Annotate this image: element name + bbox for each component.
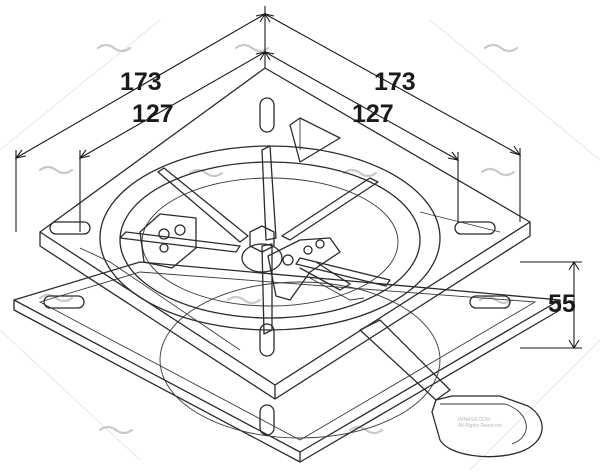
upper-slot-top [259, 97, 275, 133]
dim-height: 55 [548, 290, 576, 318]
center-pivot [241, 225, 283, 273]
dim-inner-right: 127 [352, 100, 394, 128]
dimension-lines [14, 6, 582, 350]
lower-slot-right [469, 295, 511, 309]
lower-slot-left [43, 295, 85, 309]
dim-inner-left: 127 [132, 100, 174, 128]
dim-outer-left: 173 [120, 68, 162, 96]
upper-slot-right [454, 221, 496, 235]
ribs [119, 145, 391, 335]
release-lever [359, 319, 543, 458]
lower-plate [13, 261, 561, 463]
upper-slot-bottom [259, 323, 275, 357]
latch-block [139, 213, 197, 269]
watermark-brand: IMNASA.COM [458, 417, 491, 423]
watermark-credit: IMNASA.COM All Rights Reserved [458, 417, 502, 429]
upper-slot-left [49, 221, 91, 235]
dim-outer-right: 173 [374, 68, 416, 96]
cam-mechanism [267, 237, 365, 301]
watermark-rights: All Rights Reserved [458, 423, 502, 429]
bearing-ring [99, 145, 441, 331]
lower-slot-front [259, 404, 275, 436]
watermark-pattern [0, 19, 600, 471]
